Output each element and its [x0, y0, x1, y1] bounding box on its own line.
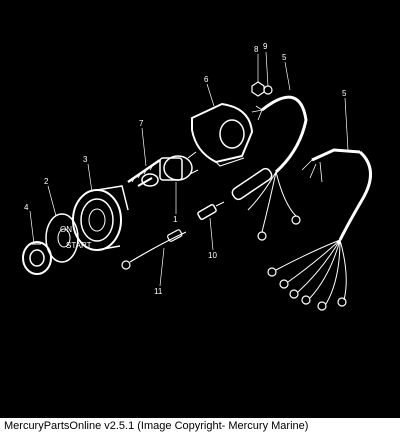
svg-text:START: START [66, 241, 92, 250]
part-3-housing [72, 185, 129, 251]
callout-10: 10 [208, 251, 217, 260]
callout-9: 9 [263, 42, 268, 51]
svg-text:ON: ON [60, 225, 72, 234]
part-7-stud [127, 158, 161, 184]
part-5-upper-harness [231, 95, 308, 241]
parts-diagram: ON START [0, 0, 400, 418]
callout-8: 8 [254, 45, 259, 54]
callout-4: 4 [24, 203, 29, 212]
callout-6: 6 [204, 75, 209, 84]
leader-lines [29, 51, 349, 287]
part-11-lead-wire [121, 229, 187, 270]
part-4-washer [22, 241, 52, 275]
part-5-lower-harness [267, 148, 372, 311]
callout-1: 1 [173, 215, 178, 224]
part-2-plate: ON START [45, 213, 92, 263]
callout-2: 2 [44, 177, 49, 186]
callout-7: 7 [139, 119, 144, 128]
callout-5-lower: 5 [342, 89, 347, 98]
callout-3: 3 [83, 155, 88, 164]
part-1-ignition-switch [137, 151, 199, 187]
part-8-9-fasteners [251, 81, 273, 97]
part-6-cover [191, 102, 254, 167]
exploded-view-drawing: ON START [22, 42, 372, 311]
part-10-connector [197, 201, 225, 220]
callout-5-upper: 5 [282, 53, 287, 62]
copyright-caption: MercuryPartsOnline v2.5.1 (Image Copyrig… [0, 418, 400, 434]
callout-11: 11 [154, 287, 163, 296]
